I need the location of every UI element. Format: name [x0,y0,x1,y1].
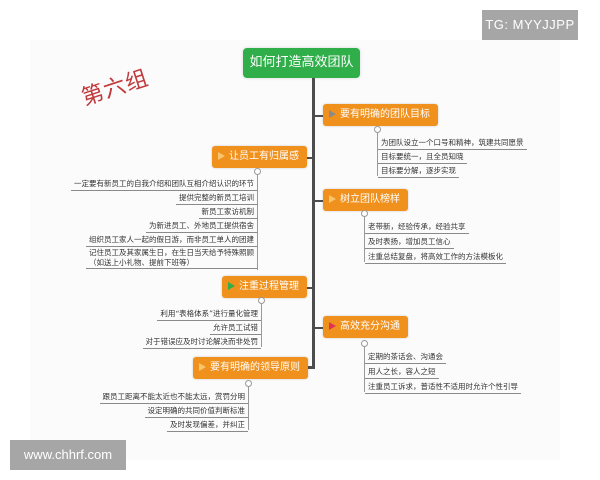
leaf[interactable]: 对于错误应及时讨论解决而非处罚 [142,335,261,349]
topic-role-model[interactable]: 树立团队榜样 [323,189,408,211]
watermark-top-right: TG: MYYJJPP [482,10,578,40]
leaf[interactable]: 组织员工家人一起的假日游，而非员工单人的团建 [86,233,257,247]
leaf-line: （如送上小礼物、提前下班等） [89,258,194,267]
flag-icon [329,322,336,330]
topic-label: 树立团队榜样 [340,194,400,205]
branch-line [377,132,378,176]
topic-leadership[interactable]: 要有明确的领导原则 [193,357,308,379]
trunk-connector [312,78,315,369]
flag-icon [199,363,206,371]
leaf[interactable]: 及时发现偏差，并纠正 [167,418,248,432]
mindmap-canvas [30,40,560,460]
branch-line [261,303,262,347]
flag-icon [218,152,225,160]
connector [302,157,312,159]
topic-communication[interactable]: 高效充分沟通 [323,316,408,338]
branch-line [257,174,258,270]
pin-icon [329,110,336,118]
topic-team-goal[interactable]: 要有明确的团队目标 [323,104,438,126]
leaf[interactable]: 允许员工试错 [210,321,261,335]
connector [314,115,323,117]
leaf[interactable]: 老带新，经验传承，经验共享 [365,220,469,234]
trunk-connector-foot [302,366,315,369]
leaf[interactable]: 及时表扬，增加员工信心 [365,235,454,249]
connector [314,200,323,202]
topic-belonging[interactable]: 让员工有归属感 [212,146,307,168]
leaf-multiline[interactable]: 记住员工及其家属生日，在生日当天给予特殊照顾 （如送上小礼物、提前下班等） [86,247,257,269]
branch-line [364,216,365,262]
branch-line [248,386,249,430]
leaf[interactable]: 目标要分解，逐步实现 [378,164,459,178]
leaf[interactable]: 为新进员工、外地员工提供宿舍 [146,219,257,233]
leaf[interactable]: 注重员工诉求，普适性不适用时允许个性引导 [365,380,521,394]
connector [314,327,323,329]
topic-label: 要有明确的团队目标 [340,109,430,120]
leaf[interactable]: 为团队设立一个口号和精神，筑建共同愿景 [378,136,527,150]
root-topic[interactable]: 如何打造高效团队 [243,48,360,78]
topic-label: 高效充分沟通 [340,321,400,332]
flag-icon [329,195,336,203]
topic-process-management[interactable]: 注重过程管理 [222,276,307,298]
leaf[interactable]: 一定要有新员工的自我介绍和团队互相介绍认识的环节 [71,177,257,191]
leaf[interactable]: 用人之长，容人之短 [365,365,439,379]
watermark-bottom-left: www.chhrf.com [10,440,126,470]
leaf[interactable]: 利用“表格体系”进行量化管理 [157,307,261,321]
leaf[interactable]: 注重总结复盘，将高效工作的方法模板化 [365,250,506,264]
topic-label: 注重过程管理 [239,281,299,292]
flag-icon [228,282,235,290]
topic-label: 让员工有归属感 [229,151,299,162]
leaf-line: 记住员工及其家属生日，在生日当天给予特殊照顾 [89,248,254,257]
leaf[interactable]: 定期的茶话会、沟通会 [365,350,446,364]
topic-label: 要有明确的领导原则 [210,362,300,373]
leaf[interactable]: 跟员工距离不能太近也不能太远，赏罚分明 [99,390,248,404]
leaf[interactable]: 新员工家访机制 [198,205,257,219]
branch-line [364,346,365,392]
leaf[interactable]: 设定明确的共同价值判断标准 [144,404,248,418]
leaf[interactable]: 提供完整的新员工培训 [176,191,257,205]
leaf[interactable]: 目标要统一，且全员知晓 [378,150,467,164]
